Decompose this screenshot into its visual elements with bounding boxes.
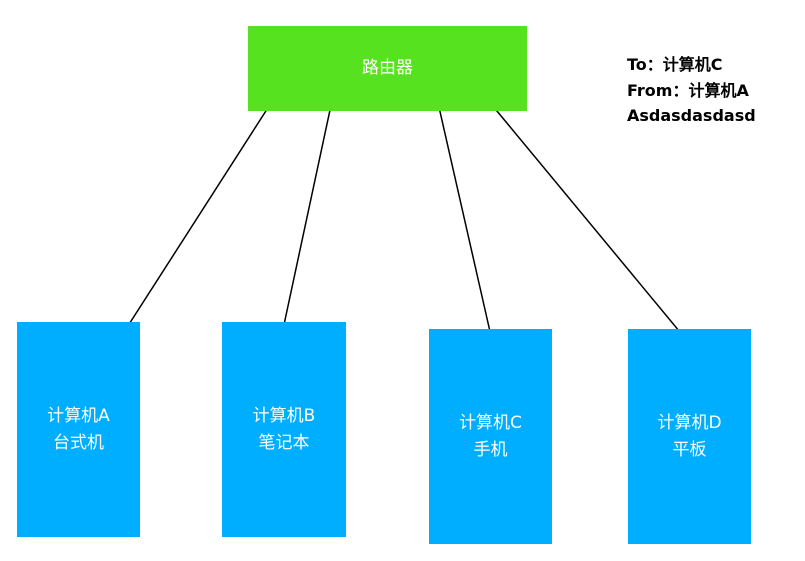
device-name-a: 计算机A [47,406,110,427]
packet-content: Asdasdasdasd [627,106,756,126]
router-label: 路由器 [362,58,413,79]
connection-line-b [281,95,334,335]
device-node-c: 计算机C 手机 [429,329,552,544]
device-type-a: 台式机 [53,432,104,453]
device-node-b: 计算机B 笔记本 [222,322,346,537]
connection-line-d [486,98,695,350]
device-type-c: 手机 [473,439,508,460]
device-node-a: 计算机A 台式机 [17,322,140,537]
router-node: 路由器 [248,26,527,111]
device-type-d: 平板 [672,439,707,460]
packet-info: To：计算机C From：计算机A Asdasdasdasd [627,52,797,129]
device-name-c: 计算机C [459,413,522,434]
connection-line-c [435,93,492,337]
packet-to: To：计算机C [627,55,723,74]
connection-line-a [116,88,281,344]
device-type-b: 笔记本 [258,432,310,453]
device-name-b: 计算机B [252,406,316,427]
device-name-d: 计算机D [657,413,722,434]
device-node-d: 计算机D 平板 [628,329,751,544]
packet-from: From：计算机A [627,80,749,100]
